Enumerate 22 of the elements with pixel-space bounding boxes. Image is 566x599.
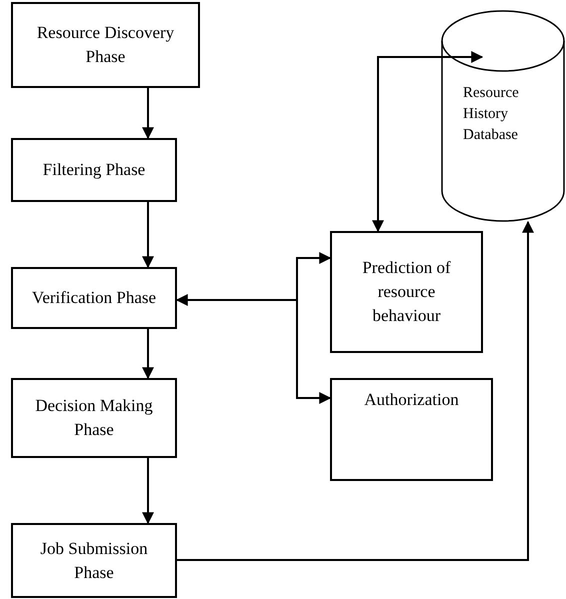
arrow xyxy=(176,252,332,306)
node-label: Resource Discovery Phase xyxy=(36,22,176,68)
node-label: Resource History Database xyxy=(463,84,520,145)
process-box xyxy=(11,523,177,598)
node-label: Job Submission Phase xyxy=(39,538,149,584)
process-box xyxy=(330,378,493,481)
node-label: Decision Making Phase xyxy=(34,395,154,441)
node-label: Authorization xyxy=(364,389,459,411)
process-box xyxy=(11,267,177,329)
node-label: Filtering Phase xyxy=(42,159,146,181)
arrow xyxy=(372,51,484,232)
arrow xyxy=(177,220,534,561)
process-box xyxy=(11,2,200,88)
node-label: Prediction of resource behaviour xyxy=(361,257,452,327)
process-box xyxy=(330,231,483,353)
process-box xyxy=(11,138,177,202)
arrow xyxy=(142,458,154,524)
node-label: Verification Phase xyxy=(32,287,156,309)
process-box xyxy=(11,378,177,458)
arrow xyxy=(142,202,154,268)
arrow xyxy=(142,329,154,380)
arrow xyxy=(142,88,154,140)
